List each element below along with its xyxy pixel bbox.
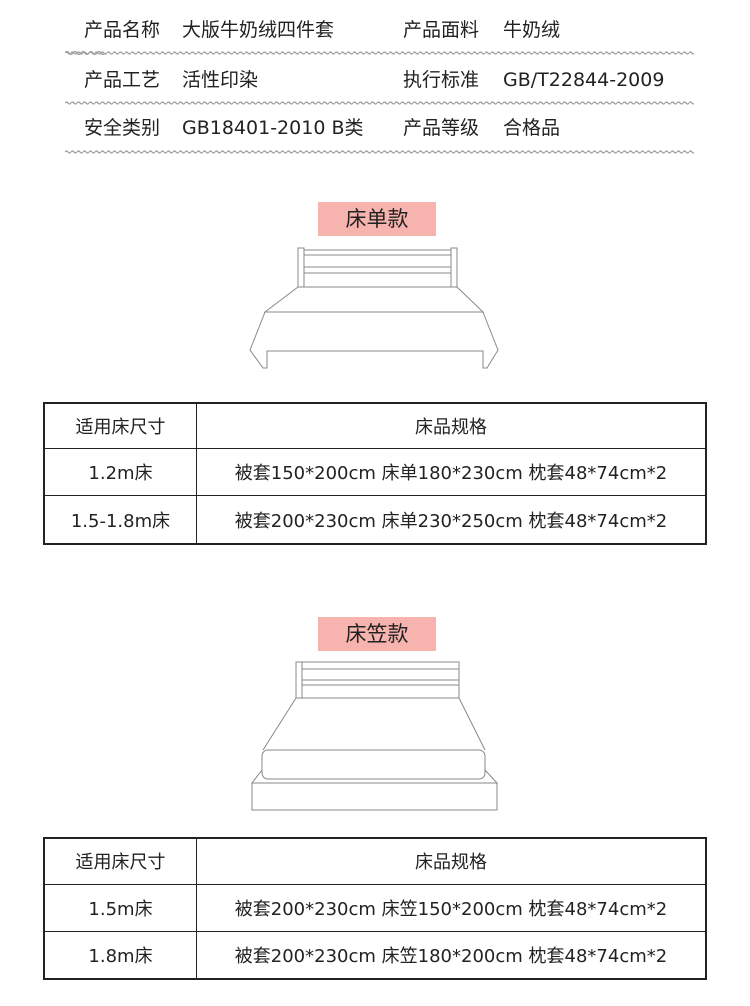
- wavy-divider: [65, 50, 694, 56]
- table-row: 1.5-1.8m床 被套200*230cm 床单230*250cm 枕套48*7…: [43, 495, 707, 545]
- info-label: 执行标准: [403, 69, 480, 91]
- info-value: 合格品: [503, 117, 561, 139]
- info-row-1: 产品名称 大版牛奶绒四件套 产品面料 牛奶绒: [0, 15, 750, 45]
- info-value: GB/T22844-2009: [503, 69, 665, 91]
- wavy-divider: [65, 100, 694, 106]
- info-label: 产品工艺: [84, 69, 161, 91]
- spec-cell: 被套200*230cm 床笠180*200cm 枕套48*74cm*2: [196, 930, 707, 980]
- size-cell: 1.2m床: [43, 447, 197, 497]
- table-header-row: 适用床尺寸 床品规格: [43, 402, 707, 449]
- section-tag-fitted-sheet: 床笠款: [318, 617, 436, 651]
- info-value: 大版牛奶绒四件套: [182, 19, 335, 41]
- info-label: 产品名称: [84, 19, 161, 41]
- wavy-divider: [65, 149, 694, 155]
- info-row-2: 产品工艺 活性印染 执行标准 GB/T22844-2009: [0, 65, 750, 95]
- info-row-3: 安全类别 GB18401-2010 B类 产品等级 合格品: [0, 113, 750, 143]
- size-cell: 1.5m床: [43, 883, 197, 932]
- spec-cell: 被套200*230cm 床笠150*200cm 枕套48*74cm*2: [196, 883, 707, 932]
- info-value: GB18401-2010 B类: [182, 117, 364, 139]
- header-cell: 床品规格: [196, 402, 707, 449]
- spec-table-fitted-sheet: 适用床尺寸 床品规格 1.5m床 被套200*230cm 床笠150*200cm…: [43, 837, 707, 980]
- table-row: 1.8m床 被套200*230cm 床笠180*200cm 枕套48*74cm*…: [43, 930, 707, 980]
- table-header-row: 适用床尺寸 床品规格: [43, 837, 707, 885]
- info-label: 安全类别: [84, 117, 161, 139]
- spec-table-flat-sheet: 适用床尺寸 床品规格 1.2m床 被套150*200cm 床单180*230cm…: [43, 402, 707, 545]
- info-value: 牛奶绒: [503, 19, 561, 41]
- table-row: 1.5m床 被套200*230cm 床笠150*200cm 枕套48*74cm*…: [43, 883, 707, 932]
- header-cell: 床品规格: [196, 837, 707, 885]
- spec-cell: 被套150*200cm 床单180*230cm 枕套48*74cm*2: [196, 447, 707, 497]
- size-cell: 1.5-1.8m床: [43, 495, 197, 545]
- section-tag-flat-sheet: 床单款: [318, 202, 436, 236]
- info-label: 产品等级: [403, 117, 480, 139]
- info-value: 活性印染: [182, 69, 259, 91]
- size-cell: 1.8m床: [43, 930, 197, 980]
- header-cell: 适用床尺寸: [43, 402, 197, 449]
- info-label: 产品面料: [403, 19, 480, 41]
- header-cell: 适用床尺寸: [43, 837, 197, 885]
- spec-cell: 被套200*230cm 床单230*250cm 枕套48*74cm*2: [196, 495, 707, 545]
- table-row: 1.2m床 被套150*200cm 床单180*230cm 枕套48*74cm*…: [43, 447, 707, 497]
